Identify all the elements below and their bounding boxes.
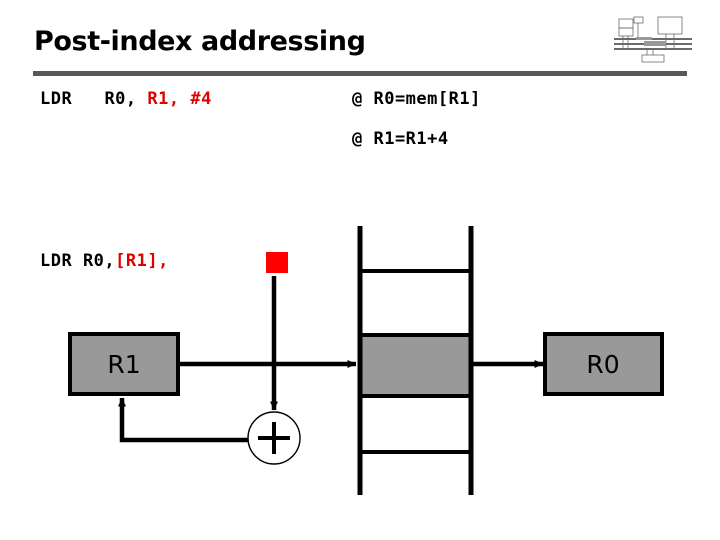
memory-column bbox=[357, 226, 474, 495]
code-line-postindex: LDR R0,[R1], bbox=[40, 251, 169, 271]
code-line-instruction: LDR R0, R1, #4 bbox=[40, 89, 212, 109]
code-operand-immediate: #4 bbox=[190, 89, 212, 109]
connector-adder-writeback-to-r1 bbox=[118, 397, 248, 443]
register-box-r0: R0 bbox=[543, 332, 664, 396]
code-postindex-red: [R1], bbox=[115, 251, 169, 271]
red-square-placeholder-icon bbox=[266, 252, 288, 273]
code-postindex-black: LDR R0, bbox=[40, 251, 116, 271]
page-title: Post-index addressing bbox=[34, 26, 366, 57]
register-box-r0-rect bbox=[543, 332, 664, 396]
register-box-r1: R1 bbox=[68, 332, 180, 396]
code-operand-destination: R0, bbox=[104, 89, 148, 109]
system-block-diagram-thumbnail-icon bbox=[614, 16, 692, 63]
register-box-r0-label: R0 bbox=[586, 350, 619, 379]
code-comment-load: @ R0=mem[R1] bbox=[352, 89, 481, 109]
code-operand-base: R1, bbox=[147, 89, 191, 109]
title-divider bbox=[33, 71, 687, 76]
adder-node bbox=[247, 411, 301, 465]
code-comment-writeback: @ R1=R1+4 bbox=[352, 129, 449, 149]
code-mnemonic: LDR bbox=[40, 89, 73, 109]
memory-cell-highlighted bbox=[358, 335, 473, 396]
register-box-r1-label: R1 bbox=[107, 350, 140, 379]
